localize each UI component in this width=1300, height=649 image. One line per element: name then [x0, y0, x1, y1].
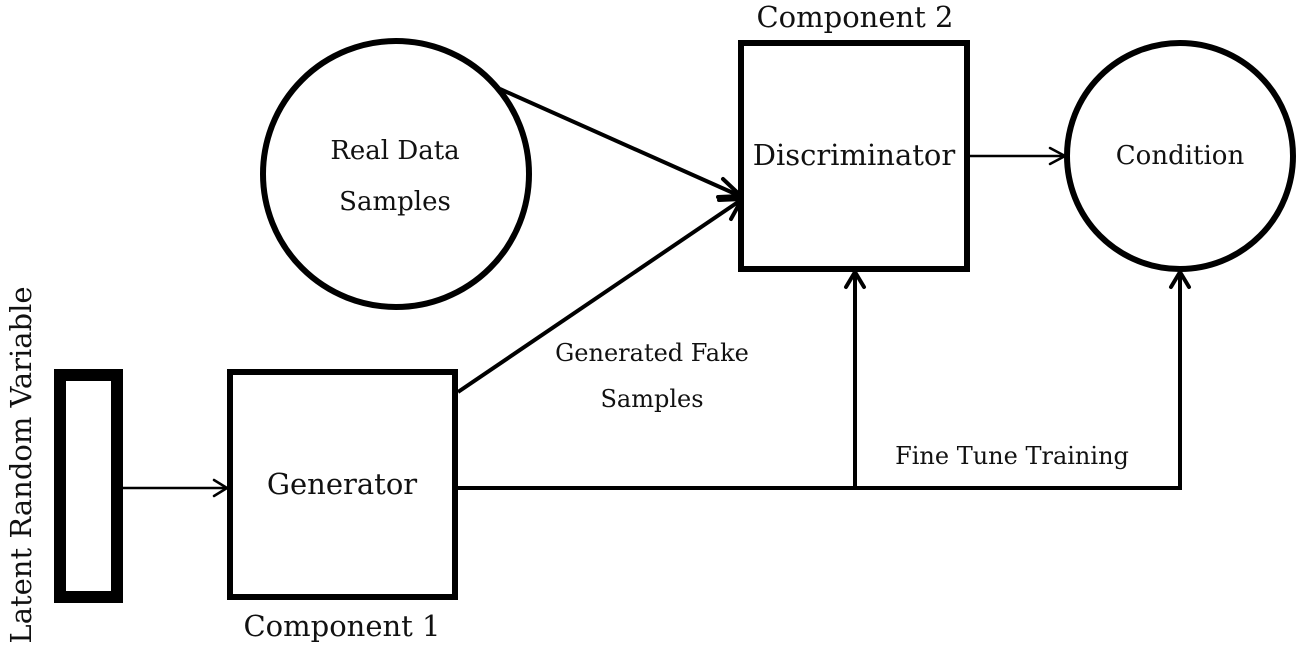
fake-to-discriminator-arrow	[456, 198, 743, 394]
discriminator-label: Discriminator	[753, 138, 956, 172]
real-to-discriminator-arrow	[499, 87, 741, 198]
component-2-label: Component 2	[756, 0, 953, 34]
generated-fake-label-line2: Samples	[600, 385, 703, 413]
latent-variable-bar	[54, 369, 123, 603]
real-data-label-line1: Real Data	[330, 136, 459, 166]
generator-label: Generator	[267, 467, 417, 501]
component-1-label: Component 1	[243, 609, 440, 643]
real-data-circle	[260, 38, 532, 310]
generator-box	[227, 369, 458, 600]
generated-fake-label-line1: Generated Fake	[555, 339, 749, 367]
condition-circle	[1064, 40, 1296, 272]
latent-variable-label: Latent Random Variable	[4, 286, 38, 643]
finetune-to-condition-arrowhead	[1169, 270, 1191, 289]
finetune-label: Fine Tune Training	[895, 442, 1129, 470]
real-data-label-line2: Samples	[339, 187, 451, 217]
condition-label: Condition	[1116, 141, 1245, 171]
finetune-to-discriminator-arrowhead	[844, 270, 866, 289]
